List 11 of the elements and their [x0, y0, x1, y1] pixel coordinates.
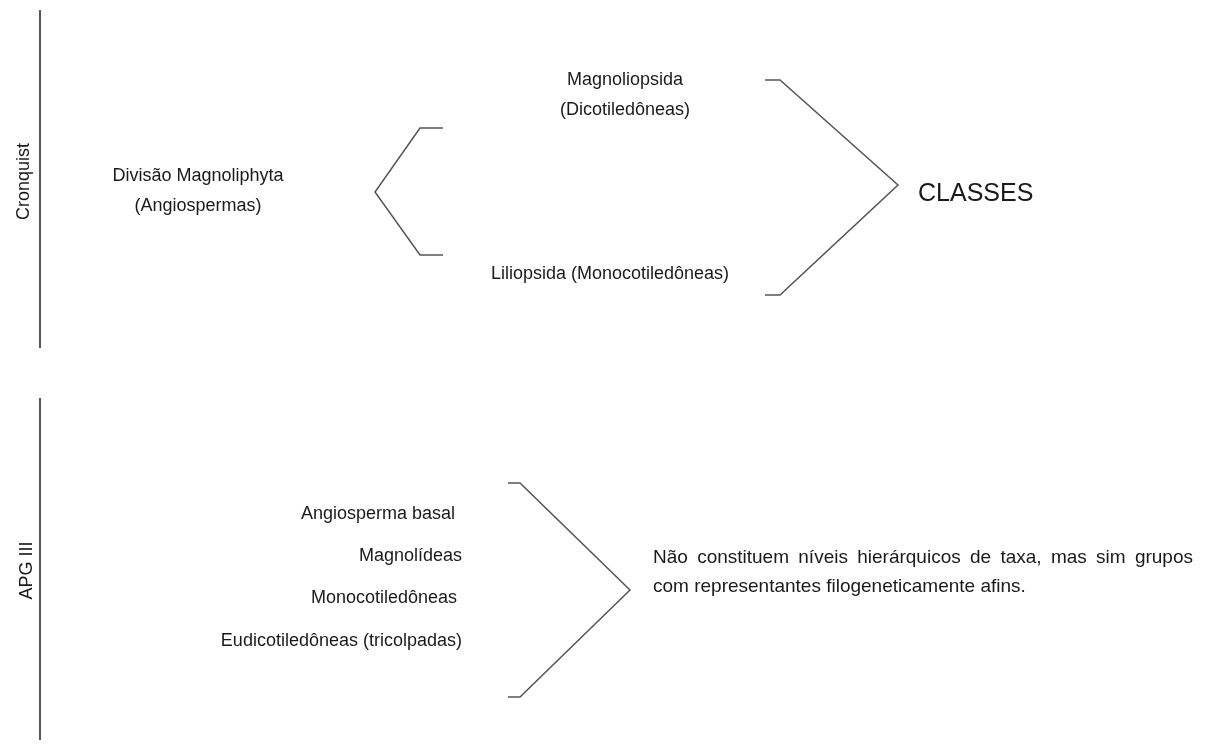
note-text: Não constituem níveis hierárquicos de taxa, mas sim grupos com representantes filogeneticamente afins.: [653, 545, 1193, 598]
rank-label: CLASSES: [918, 177, 1035, 208]
group-label: Monocotiledôneas: [309, 586, 457, 609]
group-label: Eudicotiledôneas (tricolpadas): [219, 629, 462, 652]
taxon-label: Magnoliopsida (Dicotiledôneas): [558, 68, 692, 121]
section-title: Cronquist: [11, 142, 34, 223]
taxon-label: Divisão Magnoliphyta (Angiospermas): [111, 164, 285, 217]
group-label: Magnolídeas: [357, 544, 462, 567]
group-label: Angiosperma basal: [299, 502, 455, 525]
taxon-label: Liliopsida (Monocotiledôneas): [490, 262, 730, 285]
section-title: APG III: [14, 540, 37, 602]
